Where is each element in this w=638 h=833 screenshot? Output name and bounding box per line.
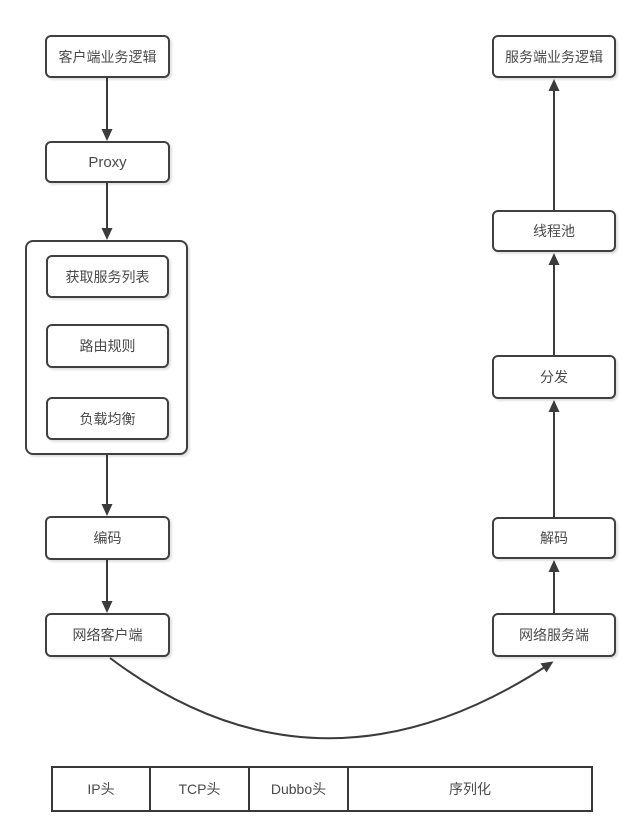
node-routing-rules: 路由规则 <box>46 324 169 368</box>
node-thread-pool: 线程池 <box>492 210 616 252</box>
packet-structure-table: IP头 TCP头 Dubbo头 序列化 <box>51 766 593 812</box>
packet-cell-dubbo-header: Dubbo头 <box>250 768 349 810</box>
packet-cell-serialization: 序列化 <box>449 781 491 797</box>
node-network-client: 网络客户端 <box>45 613 170 657</box>
node-dispatch: 分发 <box>492 355 616 399</box>
node-proxy: Proxy <box>45 141 170 183</box>
packet-cell-tcp-header: TCP头 <box>151 768 250 810</box>
arrow-network-client-to-network-server <box>109 657 554 740</box>
node-network-server: 网络服务端 <box>492 613 616 657</box>
packet-cell-ip-header: IP头 <box>53 768 151 810</box>
node-decode: 解码 <box>492 517 616 559</box>
node-client-business-logic: 客户端业务逻辑 <box>45 35 170 78</box>
node-load-balance: 负载均衡 <box>46 397 169 440</box>
node-encode: 编码 <box>45 516 170 560</box>
node-server-business-logic: 服务端业务逻辑 <box>492 35 616 78</box>
node-get-service-list: 获取服务列表 <box>46 255 169 298</box>
